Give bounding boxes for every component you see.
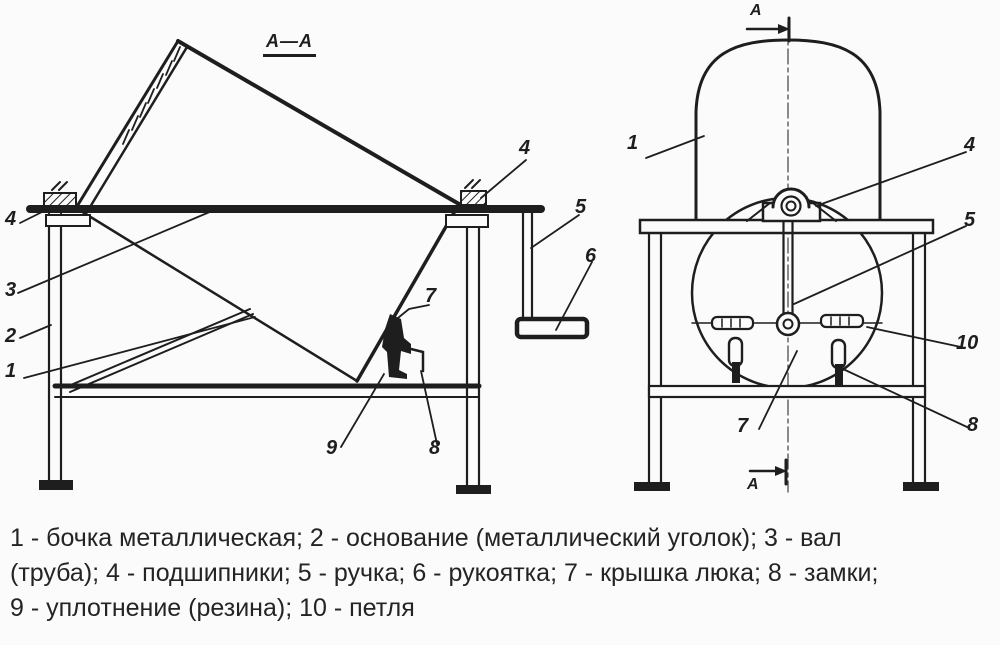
section-letter-bottom: А: [747, 476, 759, 493]
callout-bearing-left: 4: [5, 208, 17, 230]
side-view: [17, 39, 593, 494]
barrel-end-inner: [85, 45, 189, 214]
leader-2: [19, 324, 52, 339]
legend-line-1: 1 - бочка металлическая; 2 - основание (…: [10, 524, 842, 552]
barrel-side: [74, 39, 461, 383]
barrel-bottom-edge: [74, 206, 359, 383]
callout-barrel: 1: [5, 360, 17, 382]
bearing-right: [445, 179, 489, 228]
callout-seal: 9: [326, 437, 338, 459]
leader-3: [17, 210, 213, 294]
hub-inner: [782, 318, 794, 330]
crank-grip: [514, 316, 590, 340]
lock-assembly: [382, 314, 425, 379]
section-view: [634, 16, 968, 493]
callout-section-lock: 8: [967, 414, 979, 436]
callout-shaft: 3: [5, 279, 17, 301]
leader-1: [645, 135, 705, 159]
barrel-open-edge: [355, 202, 461, 383]
brace-line-1: [65, 308, 251, 388]
callout-section-hinge: 10: [956, 332, 979, 354]
frame-rail: [647, 384, 927, 399]
barrel-end-hatching: [122, 46, 181, 145]
legend-line-3: 9 - уплотнение (резина); 10 - петля: [10, 594, 415, 622]
legend-line-2: (труба); 4 - подшипники; 5 - ручка; 6 - …: [10, 559, 879, 587]
callout-hatch-cover: 7: [425, 285, 437, 307]
foot-right: [456, 485, 491, 494]
callout-section-handle: 5: [964, 209, 976, 231]
leader-7: [758, 350, 798, 430]
section-arrow-bottom: [748, 458, 788, 486]
leader-4: [815, 151, 967, 207]
section-letter-top: А: [750, 2, 762, 19]
section-title: А—А: [263, 31, 316, 57]
callout-lock: 8: [429, 437, 441, 459]
leader-4-right: [480, 159, 527, 199]
barrel-end-outer: [74, 39, 180, 210]
leader-8: [842, 368, 968, 428]
leader-6: [555, 261, 593, 331]
section-arrow-top: [745, 16, 791, 43]
brace-line-2: [69, 313, 254, 393]
stand-frame: [634, 218, 939, 491]
leader-5: [793, 225, 967, 305]
lock-body: [382, 314, 411, 379]
callout-section-barrel: 1: [627, 132, 639, 154]
hub-outer: [775, 311, 801, 337]
leader-4-left: [19, 207, 51, 224]
callout-grip: 6: [585, 245, 597, 267]
barrel-top-edge: [176, 39, 461, 206]
side-view-leaders: [17, 159, 593, 448]
latch-left: [727, 336, 744, 383]
section-view-leaders: [645, 135, 968, 430]
leader-8: [420, 370, 438, 445]
callout-section-hatch-cover: 7: [737, 415, 749, 437]
callout-section-bearing: 4: [964, 134, 976, 156]
frame-foot-left: [634, 482, 670, 491]
foot-left: [39, 480, 73, 490]
legend: 1 - бочка металлическая; 2 - основание (…: [10, 521, 990, 626]
leader-5: [530, 214, 580, 249]
frame-foot-right: [903, 482, 939, 491]
shaft-and-crank: [26, 205, 590, 340]
callout-base: 2: [5, 325, 17, 347]
callout-bearing-right: 4: [519, 137, 531, 159]
lock-bracket: [401, 345, 425, 373]
leader-9: [340, 373, 385, 448]
leader-1: [23, 316, 256, 379]
callout-handle: 5: [575, 196, 587, 218]
handle-arm: [775, 219, 801, 337]
leader-10: [866, 326, 962, 348]
stand-base: [39, 212, 491, 494]
leader-7: [392, 304, 430, 323]
bearing-left: [43, 181, 91, 227]
bearing-top: [746, 187, 837, 223]
latch-right: [830, 338, 847, 385]
